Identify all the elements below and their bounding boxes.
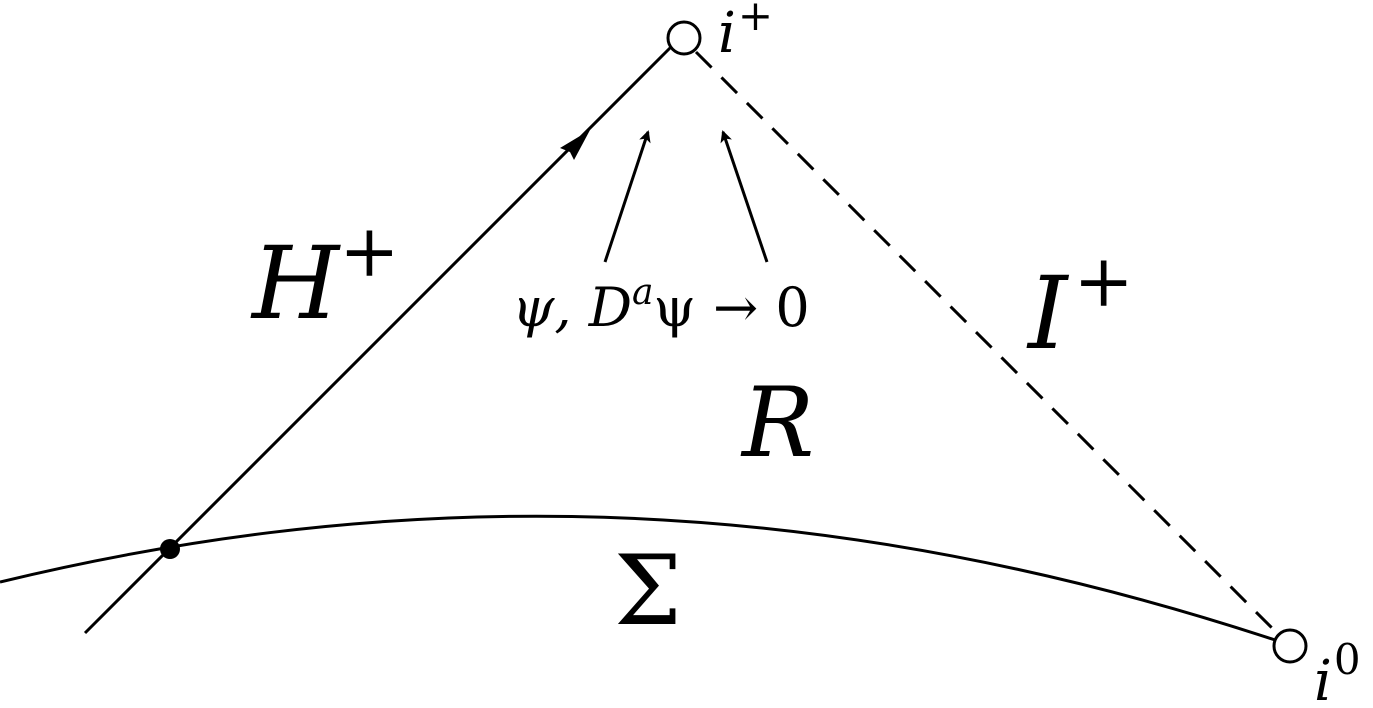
decay-condition-label: ψ, Daψ → 0 <box>512 272 810 339</box>
timelike-infinity-label: i+ <box>718 0 773 66</box>
spatial-infinity-point <box>1272 628 1308 664</box>
scri-label: I+ <box>1026 239 1134 372</box>
region-label: R <box>740 367 814 479</box>
horizon-arrow-icon <box>560 130 590 160</box>
timelike-infinity-point <box>666 20 702 56</box>
horizon-label: H+ <box>250 209 400 342</box>
scri-dashed-line <box>694 50 1280 636</box>
sigma-label: Σ <box>614 535 682 647</box>
decay-arrow-right <box>720 130 769 263</box>
decay-arrow-left <box>603 130 651 263</box>
spatial-infinity-label: i0 <box>1314 635 1361 708</box>
intersection-dot <box>160 539 180 559</box>
sigma-surface-curve <box>0 514 1276 642</box>
